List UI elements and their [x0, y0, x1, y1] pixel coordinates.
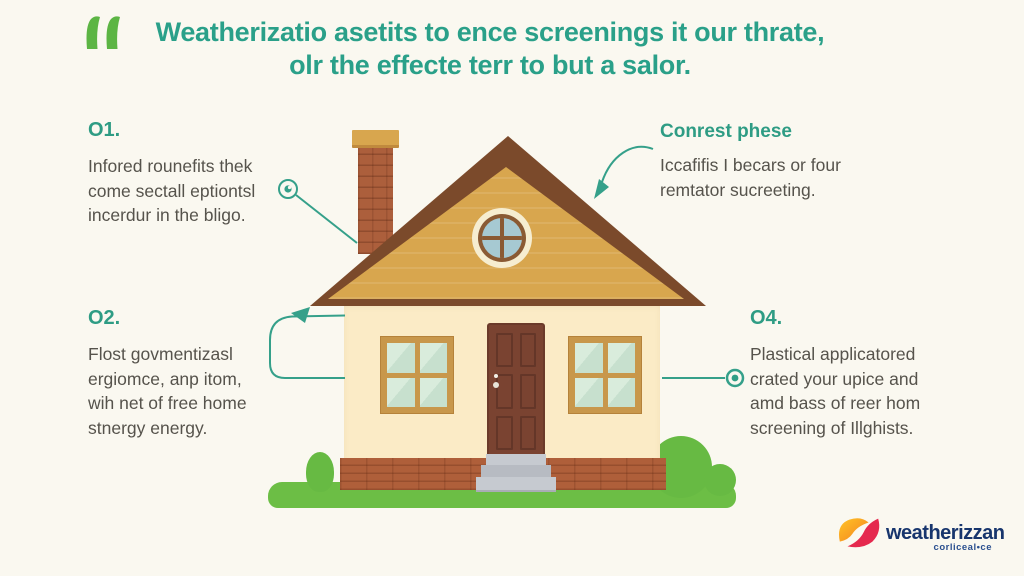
window-right [568, 336, 642, 414]
callout-01-text-line: come sectall eptiontsl [88, 180, 256, 201]
callout-04-text-line: amd bass of reer hom [750, 393, 921, 413]
round-attic-window [472, 208, 532, 268]
connector-02-bracket [269, 314, 346, 379]
logo-tagline-text: corliceal•ce [933, 542, 992, 553]
callout-01-text-line: incerdur in the bligo. [88, 205, 246, 225]
chimney-cap [352, 130, 399, 148]
window-pane [607, 343, 635, 373]
connector-02-arrowhead [291, 307, 310, 323]
callout-roof-text-line: Iccafifis I becars or four [660, 155, 841, 175]
bush-right-small [704, 464, 736, 496]
window-pane [575, 343, 603, 373]
page-title-line2: olr the effecte terr to but a salor. [289, 50, 691, 80]
callout-02-number: O2. [88, 307, 121, 329]
door-knob [494, 374, 498, 378]
door-panel [496, 374, 513, 409]
window-pane [607, 377, 635, 407]
callout-02-text-line: stnergy energy. [88, 417, 208, 438]
callout-02-text-line: Flost govmentizasl [88, 344, 233, 364]
connector-roof-arrow-curve [601, 145, 654, 183]
callout-01-text-line: Infored rounefits thek [88, 156, 253, 176]
callout-02: O2. Flost govmentizasl ergiomce, anp ito… [88, 307, 247, 440]
callout-roof-text-line: remtator sucreeting. [660, 179, 816, 200]
window-pane [419, 343, 447, 373]
brand-logo: weatherizzan corliceal•ce [836, 514, 1018, 564]
round-window-ring [478, 214, 526, 262]
door-panel [519, 374, 536, 409]
callout-roof-heading: Conrest phese [660, 121, 792, 142]
door-lock [493, 382, 499, 388]
connector-04-circle-icon [725, 368, 745, 388]
callout-roof: Conrest phese Iccafifis I becars or four… [660, 121, 841, 202]
callout-04-text-line: Plastical applicatored [750, 344, 916, 364]
window-pane [419, 377, 447, 407]
callout-04-number: O4. [750, 307, 783, 329]
callout-02-text-line: ergiomce, anp itom, [88, 368, 242, 389]
chimney [358, 146, 393, 254]
connector-01-circle-icon [278, 179, 298, 199]
callout-04: O4. Plastical applicatored crated your u… [750, 307, 920, 440]
window-left [380, 336, 454, 414]
page-title-line1: Weatherizatio asetits to ence screenings… [155, 17, 825, 47]
leaf-flame-logo-icon [836, 516, 882, 555]
callout-01: O1. Infored rounefits thek come sectall … [88, 119, 255, 228]
door-panel [519, 415, 536, 450]
door-step [476, 477, 556, 492]
bush-left [306, 452, 334, 492]
callout-04-text-line: screening of Illghists. [750, 417, 914, 438]
logo-brand-text: weatherizzan [886, 522, 1005, 544]
round-window-mullion-vertical [500, 218, 504, 258]
window-pane [387, 377, 415, 407]
door-panel [496, 333, 513, 368]
front-door [487, 323, 545, 460]
connector-01-line [295, 194, 358, 244]
window-pane [575, 377, 603, 407]
door-panel [519, 333, 536, 368]
connector-roof-arrowhead [594, 179, 609, 199]
door-panel [496, 415, 513, 450]
callout-02-text-line: wih net of free home [88, 393, 247, 413]
double-quote-icon [86, 16, 126, 57]
page-title: Weatherizatio asetits to ence screenings… [80, 16, 900, 82]
window-pane [387, 343, 415, 373]
callout-01-number: O1. [88, 119, 121, 141]
round-window-glass [482, 218, 522, 258]
callout-04-text-line: crated your upice and [750, 368, 919, 389]
